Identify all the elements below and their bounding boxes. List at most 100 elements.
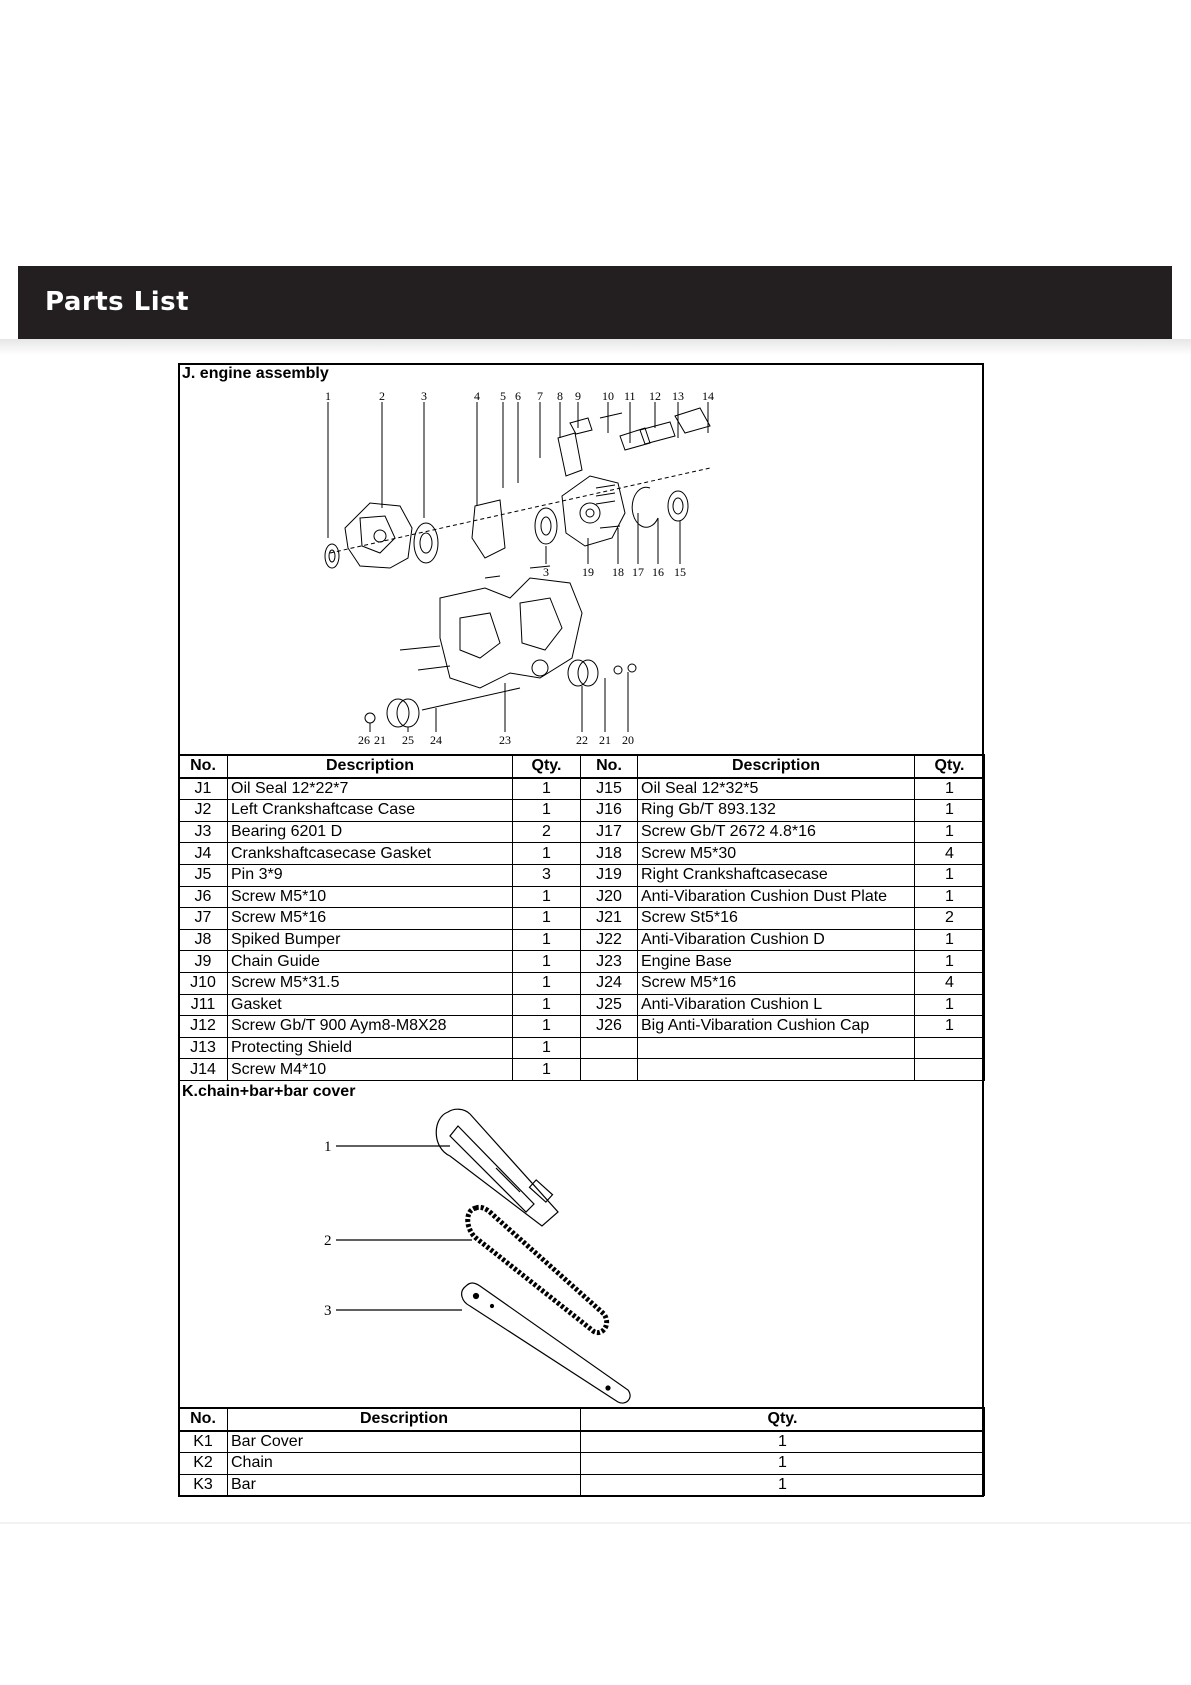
part-no: J2: [178, 799, 228, 822]
part-no: J11: [178, 993, 228, 1017]
callout-j-6: 6: [515, 389, 521, 403]
part-qty: [914, 1058, 985, 1081]
part-qty: 1: [512, 1015, 581, 1038]
col-header-no-right: No.: [580, 754, 638, 779]
part-description: [637, 1058, 915, 1081]
part-no: J25: [580, 993, 638, 1017]
part-no: J17: [580, 820, 638, 844]
table-row: J2 Left Crankshaftcase Case 1 J16 Ring G…: [178, 799, 985, 822]
part-no: J7: [178, 907, 228, 930]
callout-j-3: 3: [421, 389, 427, 403]
part-qty: 1: [914, 950, 985, 973]
part-qty: 1: [914, 799, 985, 822]
part-description: Oil Seal 12*22*7: [227, 777, 513, 801]
table-row: J5 Pin 3*9 3 J19 Right Crankshaftcasecas…: [178, 863, 985, 887]
part-description: Anti-Vibaration Cushion Dust Plate: [637, 885, 915, 909]
engine-parts-table: No. Description Qty. No. Description Qty…: [178, 754, 985, 1081]
table-row: K2 Chain 1: [178, 1452, 985, 1475]
part-qty: 1: [512, 993, 581, 1017]
part-qty: 2: [914, 907, 985, 930]
part-qty: 1: [914, 863, 985, 887]
callout-j-17: 17: [632, 565, 644, 579]
part-description: Screw M5*10: [227, 885, 513, 909]
col-header-description: Description: [227, 1407, 581, 1432]
part-description: Right Crankshaftcasecase: [637, 863, 915, 887]
part-description: Oil Seal 12*32*5: [637, 777, 915, 801]
callout-j-9: 9: [575, 389, 581, 403]
callout-j-10: 10: [602, 389, 614, 403]
part-description: Bar Cover: [227, 1430, 581, 1454]
part-description: Screw Gb/T 2672 4.8*16: [637, 820, 915, 844]
callout-j-21a: 21: [374, 733, 386, 747]
callout-j-13: 13: [672, 389, 684, 403]
callout-k-3: 3: [324, 1303, 332, 1319]
callout-j-5: 5: [500, 389, 506, 403]
callout-j-18: 18: [612, 565, 624, 579]
part-description: Chain: [227, 1452, 581, 1475]
part-description: Ring Gb/T 893.132: [637, 799, 915, 822]
table-row: J4 Crankshaftcasecase Gasket 1 J18 Screw…: [178, 842, 985, 865]
part-description: Crankshaftcasecase Gasket: [227, 842, 513, 865]
callout-j-7: 7: [537, 389, 543, 403]
part-description: Screw M5*16: [227, 907, 513, 930]
part-no: J9: [178, 950, 228, 973]
col-header-qty: Qty.: [580, 1407, 985, 1432]
callout-k-2: 2: [324, 1233, 332, 1249]
col-header-qty-right: Qty.: [914, 754, 985, 779]
part-qty: 1: [580, 1452, 985, 1475]
table-row: J8 Spiked Bumper 1 J22 Anti-Vibaration C…: [178, 928, 985, 952]
part-qty: 3: [512, 863, 581, 887]
part-qty: 1: [512, 1036, 581, 1060]
callout-j-11: 11: [624, 389, 636, 403]
part-no: K2: [178, 1452, 228, 1475]
chain-bar-parts-table: No. Description Qty. K1 Bar Cover 1 K2 C…: [178, 1407, 985, 1497]
callout-j-14: 14: [702, 389, 714, 403]
part-qty: 1: [512, 799, 581, 822]
part-no: J10: [178, 971, 228, 995]
callout-j-1: 1: [325, 389, 331, 403]
col-header-no: No.: [178, 1407, 228, 1432]
table-row: J3 Bearing 6201 D 2 J17 Screw Gb/T 2672 …: [178, 820, 985, 844]
callout-j-23: 23: [499, 733, 511, 747]
part-qty: 1: [914, 928, 985, 952]
part-no: J22: [580, 928, 638, 952]
part-no: J16: [580, 799, 638, 822]
part-description: Spiked Bumper: [227, 928, 513, 952]
callout-j-8: 8: [557, 389, 563, 403]
part-qty: 1: [914, 1015, 985, 1038]
part-description: Bearing 6201 D: [227, 820, 513, 844]
part-no: J19: [580, 863, 638, 887]
table-row: J12 Screw Gb/T 900 Aym8-M8X28 1 J26 Big …: [178, 1015, 985, 1038]
page-header: Parts List: [18, 266, 1172, 339]
part-qty: 4: [914, 842, 985, 865]
part-no: J12: [178, 1015, 228, 1038]
table-row: J10 Screw M5*31.5 1 J24 Screw M5*16 4: [178, 971, 985, 995]
table-row: J14 Screw M4*10 1: [178, 1058, 985, 1081]
part-description: Protecting Shield: [227, 1036, 513, 1060]
table-row: J11 Gasket 1 J25 Anti-Vibaration Cushion…: [178, 993, 985, 1017]
part-qty: 4: [914, 971, 985, 995]
part-qty: 1: [512, 777, 581, 801]
part-qty: 1: [512, 950, 581, 973]
part-no: J3: [178, 820, 228, 844]
part-description: Screw St5*16: [637, 907, 915, 930]
part-qty: 1: [512, 907, 581, 930]
page-title: Parts List: [45, 287, 190, 317]
part-no: J14: [178, 1058, 228, 1081]
part-qty: 1: [512, 1058, 581, 1081]
table-row: K1 Bar Cover 1: [178, 1430, 985, 1454]
callout-j-26: 26: [358, 733, 370, 747]
callout-j-3b: 3: [543, 565, 549, 579]
part-description: Screw M5*30: [637, 842, 915, 865]
part-no: J21: [580, 907, 638, 930]
callout-j-25: 25: [402, 733, 414, 747]
col-header-no: No.: [178, 754, 228, 779]
part-qty: 2: [512, 820, 581, 844]
engine-exploded-view: 1 2 3 4 5 6 7 8 9 10 11 12 13 14 3 19 18…: [324, 389, 714, 747]
table-row: J13 Protecting Shield 1: [178, 1036, 985, 1060]
part-no: J1: [178, 777, 228, 801]
part-no: J6: [178, 885, 228, 909]
part-description: Pin 3*9: [227, 863, 513, 887]
part-no: [580, 1058, 638, 1081]
col-header-description: Description: [227, 754, 513, 779]
